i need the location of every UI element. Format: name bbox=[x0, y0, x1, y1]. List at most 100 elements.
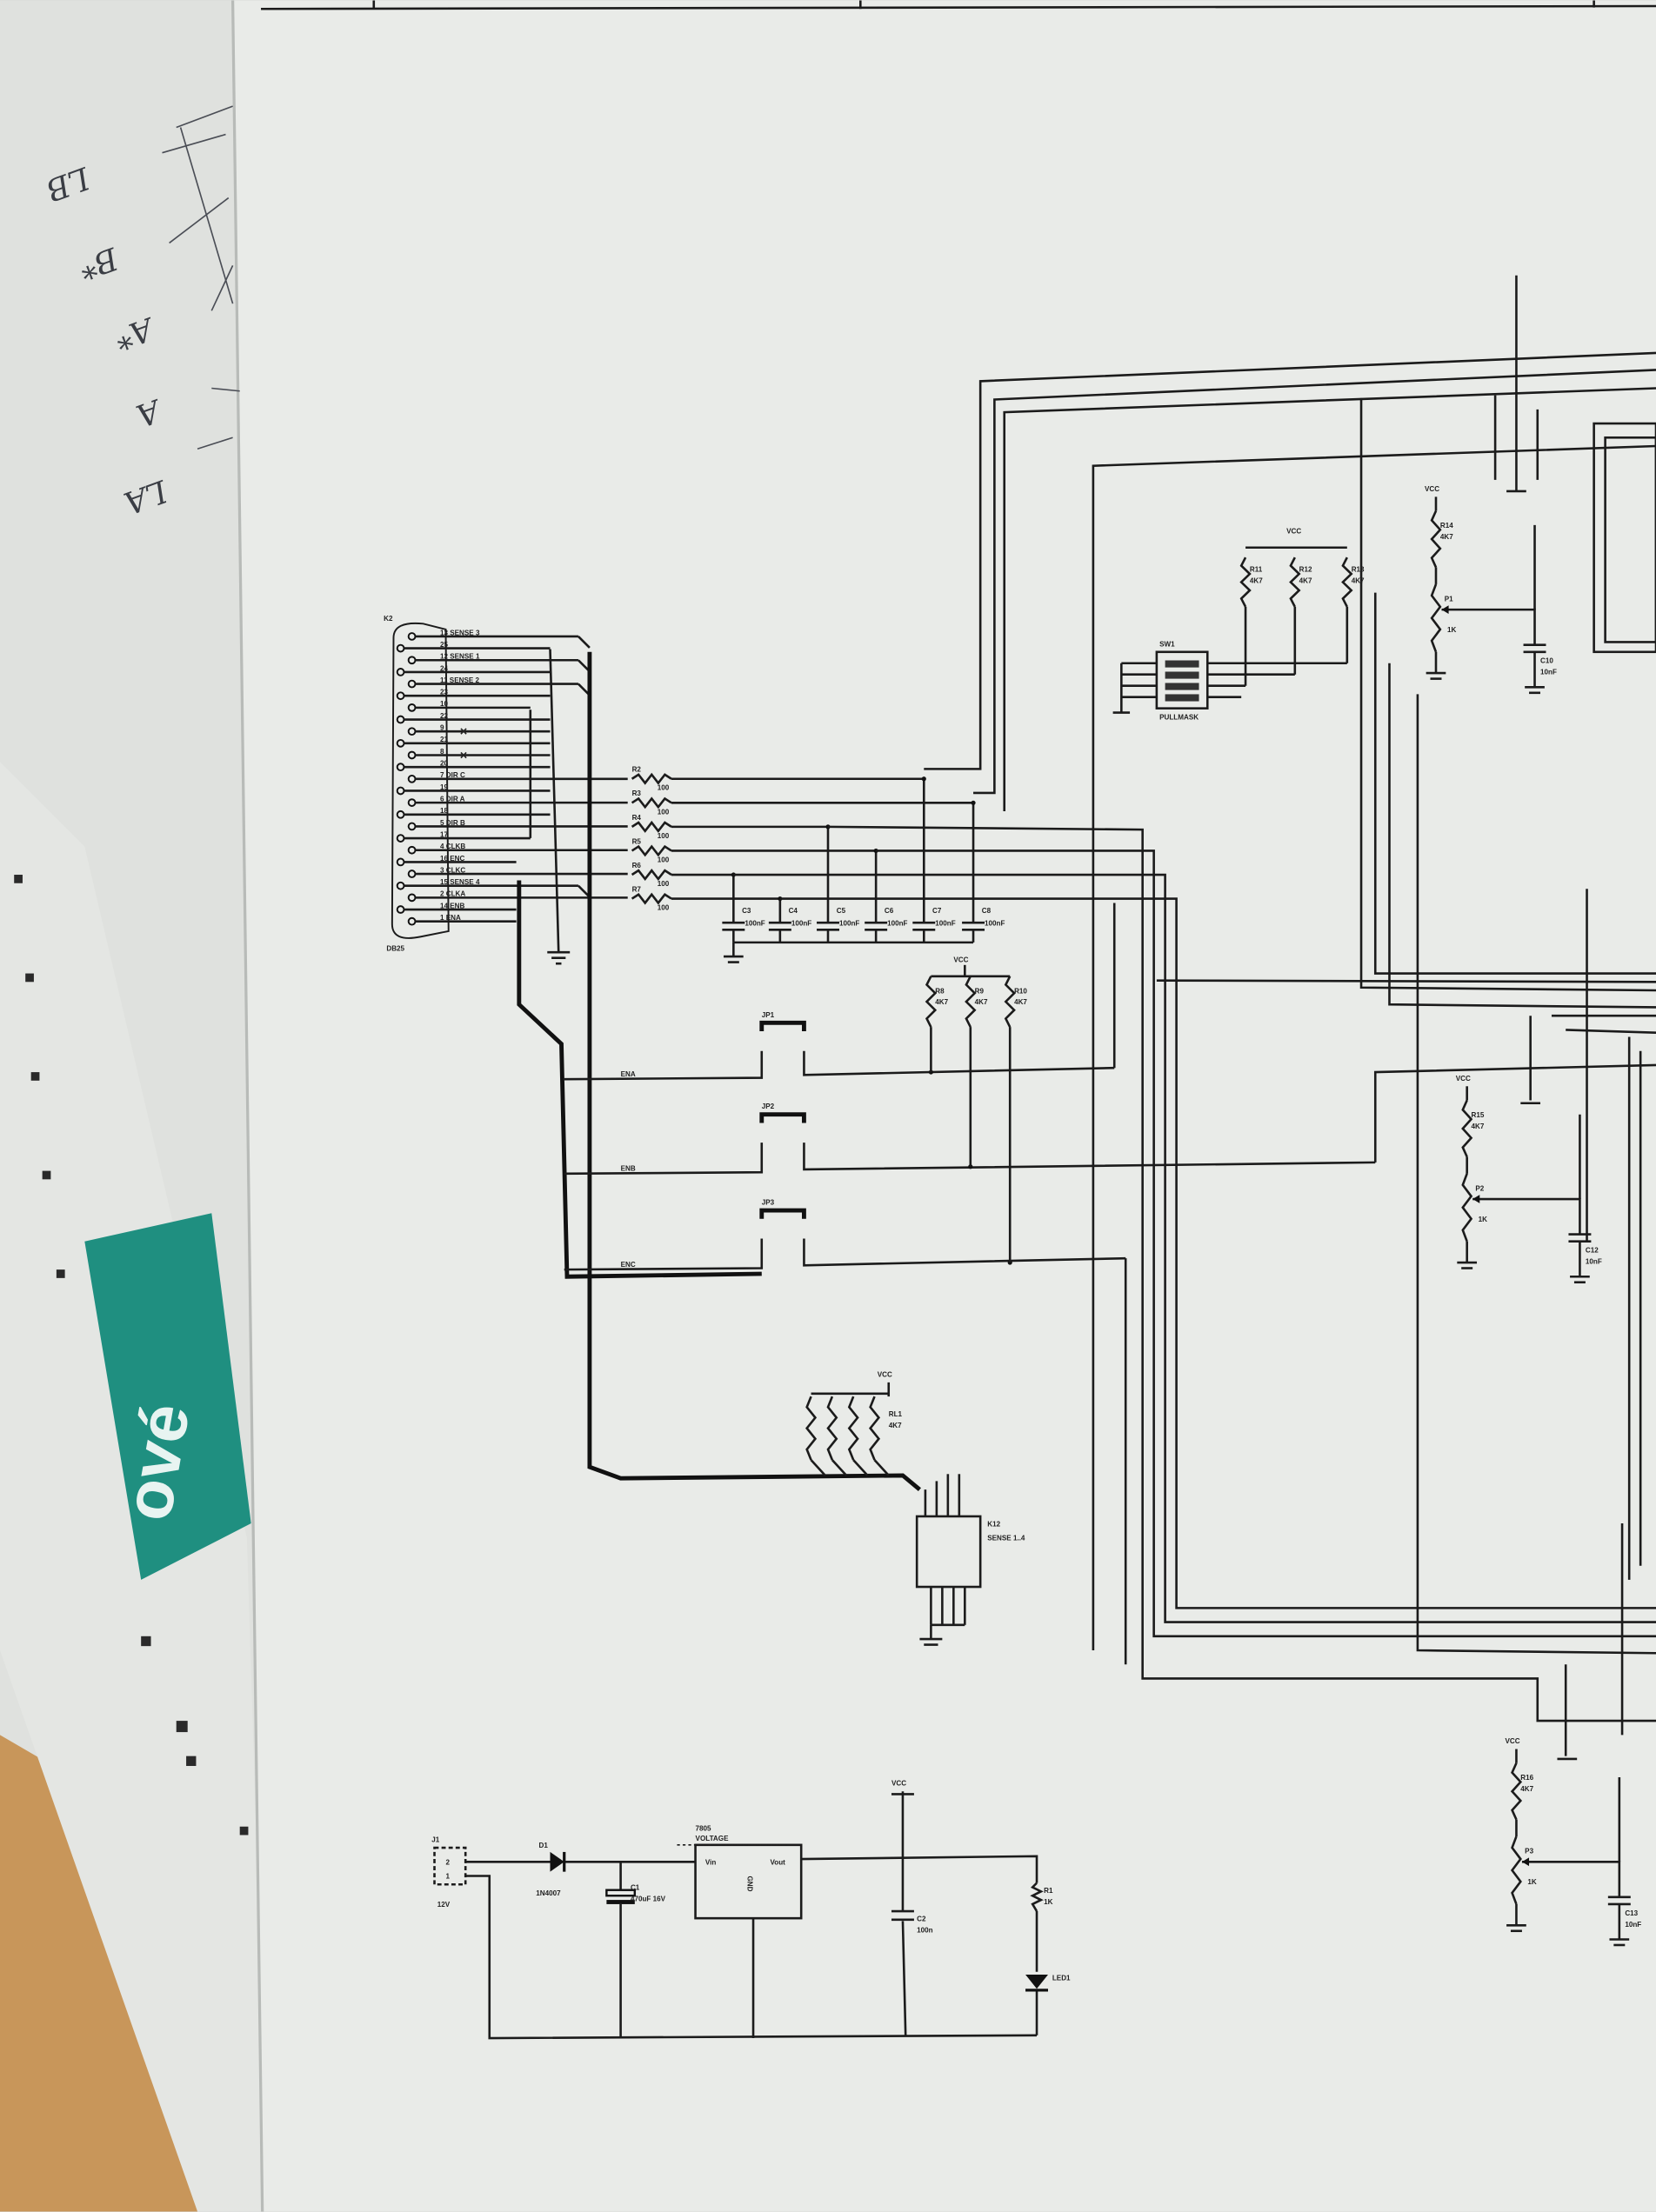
trimmer-circuits: VCCR144K7P11KC1010nFVCCR154K7P21KC1210nF… bbox=[1425, 485, 1641, 1947]
resistor-icon bbox=[1510, 1762, 1523, 1821]
pot-ref: P2 bbox=[1475, 1184, 1484, 1192]
capacitor-value: 100nF bbox=[745, 919, 765, 927]
resistor-value: 4K7 bbox=[1299, 576, 1312, 584]
capacitor-value: 100nF bbox=[887, 919, 907, 927]
sense-pullup bbox=[847, 1396, 869, 1476]
wiper-arrow-icon bbox=[1521, 1857, 1530, 1867]
pin-circle bbox=[407, 774, 417, 783]
svg-text:R1: R1 bbox=[1044, 1887, 1053, 1895]
resistor-icon bbox=[631, 844, 672, 857]
svg-text:DB25: DB25 bbox=[386, 945, 404, 953]
jumper-ref: JP2 bbox=[762, 1103, 775, 1110]
sense-connector-k12: VCC RL1 4K7 K12 SENSE 1..4 bbox=[805, 1370, 1025, 1646]
pin-label: 5 DIR B bbox=[440, 819, 465, 827]
pin-label: 1 ENA bbox=[440, 914, 461, 922]
pin-label: 6 DIR A bbox=[440, 795, 465, 803]
resistor-icon bbox=[631, 796, 672, 810]
k2-pin: 14 ENB bbox=[396, 902, 517, 914]
resistor-ref: R2 bbox=[632, 766, 642, 774]
pin-circle bbox=[407, 798, 417, 807]
capacitor-value: 10nF bbox=[1540, 669, 1557, 676]
capacitor-ref: C12 bbox=[1586, 1247, 1599, 1255]
svg-text:VCC: VCC bbox=[891, 1780, 906, 1788]
capacitor-value: 100nF bbox=[935, 919, 955, 927]
pin-circle bbox=[407, 893, 417, 903]
ground-collector bbox=[547, 649, 571, 965]
pin-wire bbox=[578, 636, 591, 649]
k2-pin: 19 bbox=[396, 783, 551, 796]
resistor-ref: R15 bbox=[1472, 1111, 1485, 1119]
svg-text:VCC: VCC bbox=[1286, 528, 1301, 536]
pin-circle bbox=[396, 763, 405, 772]
pin-label: 22 bbox=[440, 712, 449, 720]
resistor-ref: R11 bbox=[1250, 565, 1263, 573]
main-sheet bbox=[232, 0, 1656, 2212]
wire bbox=[564, 1143, 764, 1176]
pin-label: 19 bbox=[440, 783, 449, 791]
resistor-value: 100 bbox=[658, 832, 670, 840]
capacitor-ref: C3 bbox=[742, 907, 751, 915]
svg-text:J1: J1 bbox=[431, 1836, 440, 1844]
pin-label: 8 bbox=[440, 748, 444, 756]
k2-pin: 15 SENSE 4 bbox=[396, 878, 591, 898]
sense-pullup bbox=[868, 1396, 890, 1476]
svg-text:100n: 100n bbox=[917, 1926, 933, 1934]
svg-text:470uF 16V: 470uF 16V bbox=[631, 1896, 666, 1903]
net-label: ENA bbox=[621, 1070, 636, 1078]
resistor-ref: R16 bbox=[1520, 1774, 1533, 1782]
resistor-ref: R12 bbox=[1299, 565, 1312, 573]
wire bbox=[852, 1459, 869, 1476]
svg-text:D1: D1 bbox=[539, 1842, 549, 1849]
resistor-icon bbox=[631, 820, 672, 833]
wire bbox=[803, 1238, 1126, 1267]
svg-text:C2: C2 bbox=[917, 1915, 926, 1922]
pin-circle bbox=[396, 786, 405, 796]
pin-label: 24 bbox=[440, 664, 449, 672]
k2-pin: 21 bbox=[396, 736, 551, 748]
resistor-icon bbox=[925, 976, 938, 1028]
pin-label: 10 bbox=[440, 700, 449, 708]
jumper-cap-icon bbox=[759, 1208, 806, 1219]
k2-pin: 18 bbox=[396, 807, 551, 819]
capacitor-ref: C10 bbox=[1540, 657, 1553, 665]
jumper-ref: JP1 bbox=[762, 1011, 775, 1019]
perforation-dots bbox=[14, 875, 249, 1836]
resistor-icon bbox=[1461, 1099, 1473, 1157]
resistor-value: 4K7 bbox=[935, 998, 948, 1006]
svg-text:Vin: Vin bbox=[705, 1859, 717, 1867]
pin-label: 7 DIR C bbox=[440, 771, 465, 779]
pin-circle bbox=[407, 679, 417, 689]
title-block-border bbox=[261, 0, 1656, 10]
wiper-arrow-icon bbox=[1441, 605, 1449, 614]
pin-label: 3 CLKC bbox=[440, 866, 465, 874]
svg-text:VCC: VCC bbox=[878, 1370, 892, 1378]
resistor-icon bbox=[1004, 976, 1016, 1028]
pin-label: 14 ENB bbox=[440, 902, 464, 909]
pin-circle bbox=[396, 857, 405, 867]
pin-circle bbox=[396, 691, 405, 701]
resistor-value: 4K7 bbox=[1250, 576, 1263, 584]
pin-circle bbox=[407, 632, 417, 641]
k2-pin: 22 bbox=[396, 712, 551, 724]
no-connect-icon: × bbox=[460, 749, 468, 763]
pot-value: 1K bbox=[1479, 1216, 1488, 1223]
k2-pin: 20 bbox=[396, 760, 551, 772]
capacitor-value: 100nF bbox=[839, 919, 859, 927]
resistor-value: 4K7 bbox=[1472, 1123, 1485, 1130]
resistor-icon bbox=[826, 1396, 838, 1461]
k2-pin: 7 DIR C bbox=[407, 771, 628, 783]
